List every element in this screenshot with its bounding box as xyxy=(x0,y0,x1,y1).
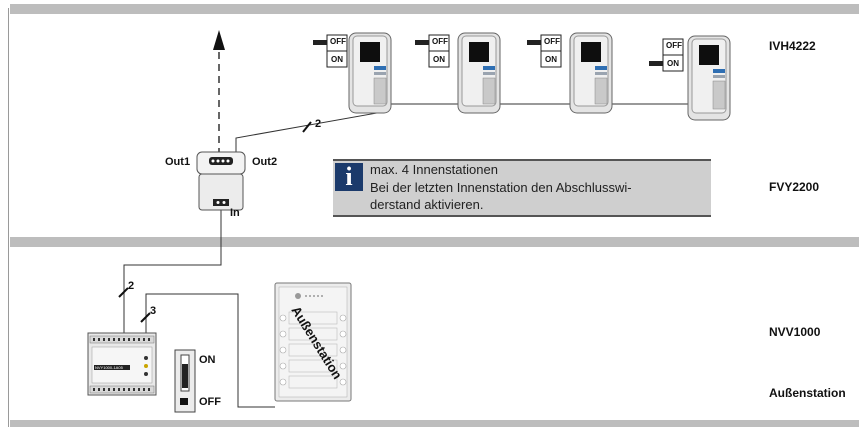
cable-tick-top xyxy=(302,121,312,133)
indoor-switch-1-on: ON xyxy=(331,55,343,64)
section-label-nvv1000: NVV1000 xyxy=(769,325,821,339)
in-wire xyxy=(123,209,222,335)
left-border-line xyxy=(8,8,9,427)
section-label-ivh4222: IVH4222 xyxy=(769,39,816,53)
indoor-station-2 xyxy=(457,32,501,114)
in-label: In xyxy=(230,207,240,219)
power-supply-model-text: NVY1000-1A05 xyxy=(95,365,123,370)
indoor-switch-4-on: ON xyxy=(667,59,679,68)
indoor-switch-1-off: OFF xyxy=(330,37,346,46)
top-divider-band xyxy=(10,4,859,14)
indoor-switch-2-on: ON xyxy=(433,55,445,64)
indoor-switch-3-off: OFF xyxy=(544,37,560,46)
cable-count-right: 3 xyxy=(150,305,157,317)
cable-count-top: 2 xyxy=(315,118,322,130)
outdoor-wire xyxy=(145,293,275,408)
terminator-on-label: ON xyxy=(199,354,216,366)
terminator-switch xyxy=(174,349,196,413)
info-line-1: max. 4 Innenstationen xyxy=(370,162,498,177)
power-supply-unit xyxy=(87,332,157,396)
section-label-aussenstation: Außenstation xyxy=(769,386,846,400)
cable-tick-right xyxy=(140,312,151,323)
info-icon: i xyxy=(335,163,363,191)
indoor-switch-3 xyxy=(527,34,562,68)
info-note-box xyxy=(333,159,711,217)
out2-label: Out2 xyxy=(252,156,278,168)
outdoor-station-panel: Außenstation xyxy=(274,282,352,402)
terminator-off-label: OFF xyxy=(199,396,221,408)
indoor-switch-2 xyxy=(415,34,450,68)
indoor-station-3 xyxy=(569,32,613,114)
indoor-switch-4-off: OFF xyxy=(666,41,682,50)
section-label-fvy2200: FVY2200 xyxy=(769,180,820,194)
out1-label: Out1 xyxy=(165,156,191,168)
distributor-module xyxy=(196,151,246,211)
indoor-switch-3-on: ON xyxy=(545,55,557,64)
indoor-switch-4 xyxy=(649,38,684,72)
indoor-station-1 xyxy=(348,32,392,114)
bottom-divider-band xyxy=(10,420,859,427)
cable-count-left: 2 xyxy=(128,280,135,292)
indoor-switch-1 xyxy=(313,34,348,68)
indoor-station-4 xyxy=(687,35,731,121)
cable-tick-left xyxy=(118,287,129,298)
upward-arrow xyxy=(213,30,225,152)
info-line-2: Bei der letzten Innenstation den Abschlu… xyxy=(370,180,632,195)
middle-divider-band xyxy=(10,237,859,247)
indoor-switch-2-off: OFF xyxy=(432,37,448,46)
info-line-3: derstand aktivieren. xyxy=(370,197,484,212)
